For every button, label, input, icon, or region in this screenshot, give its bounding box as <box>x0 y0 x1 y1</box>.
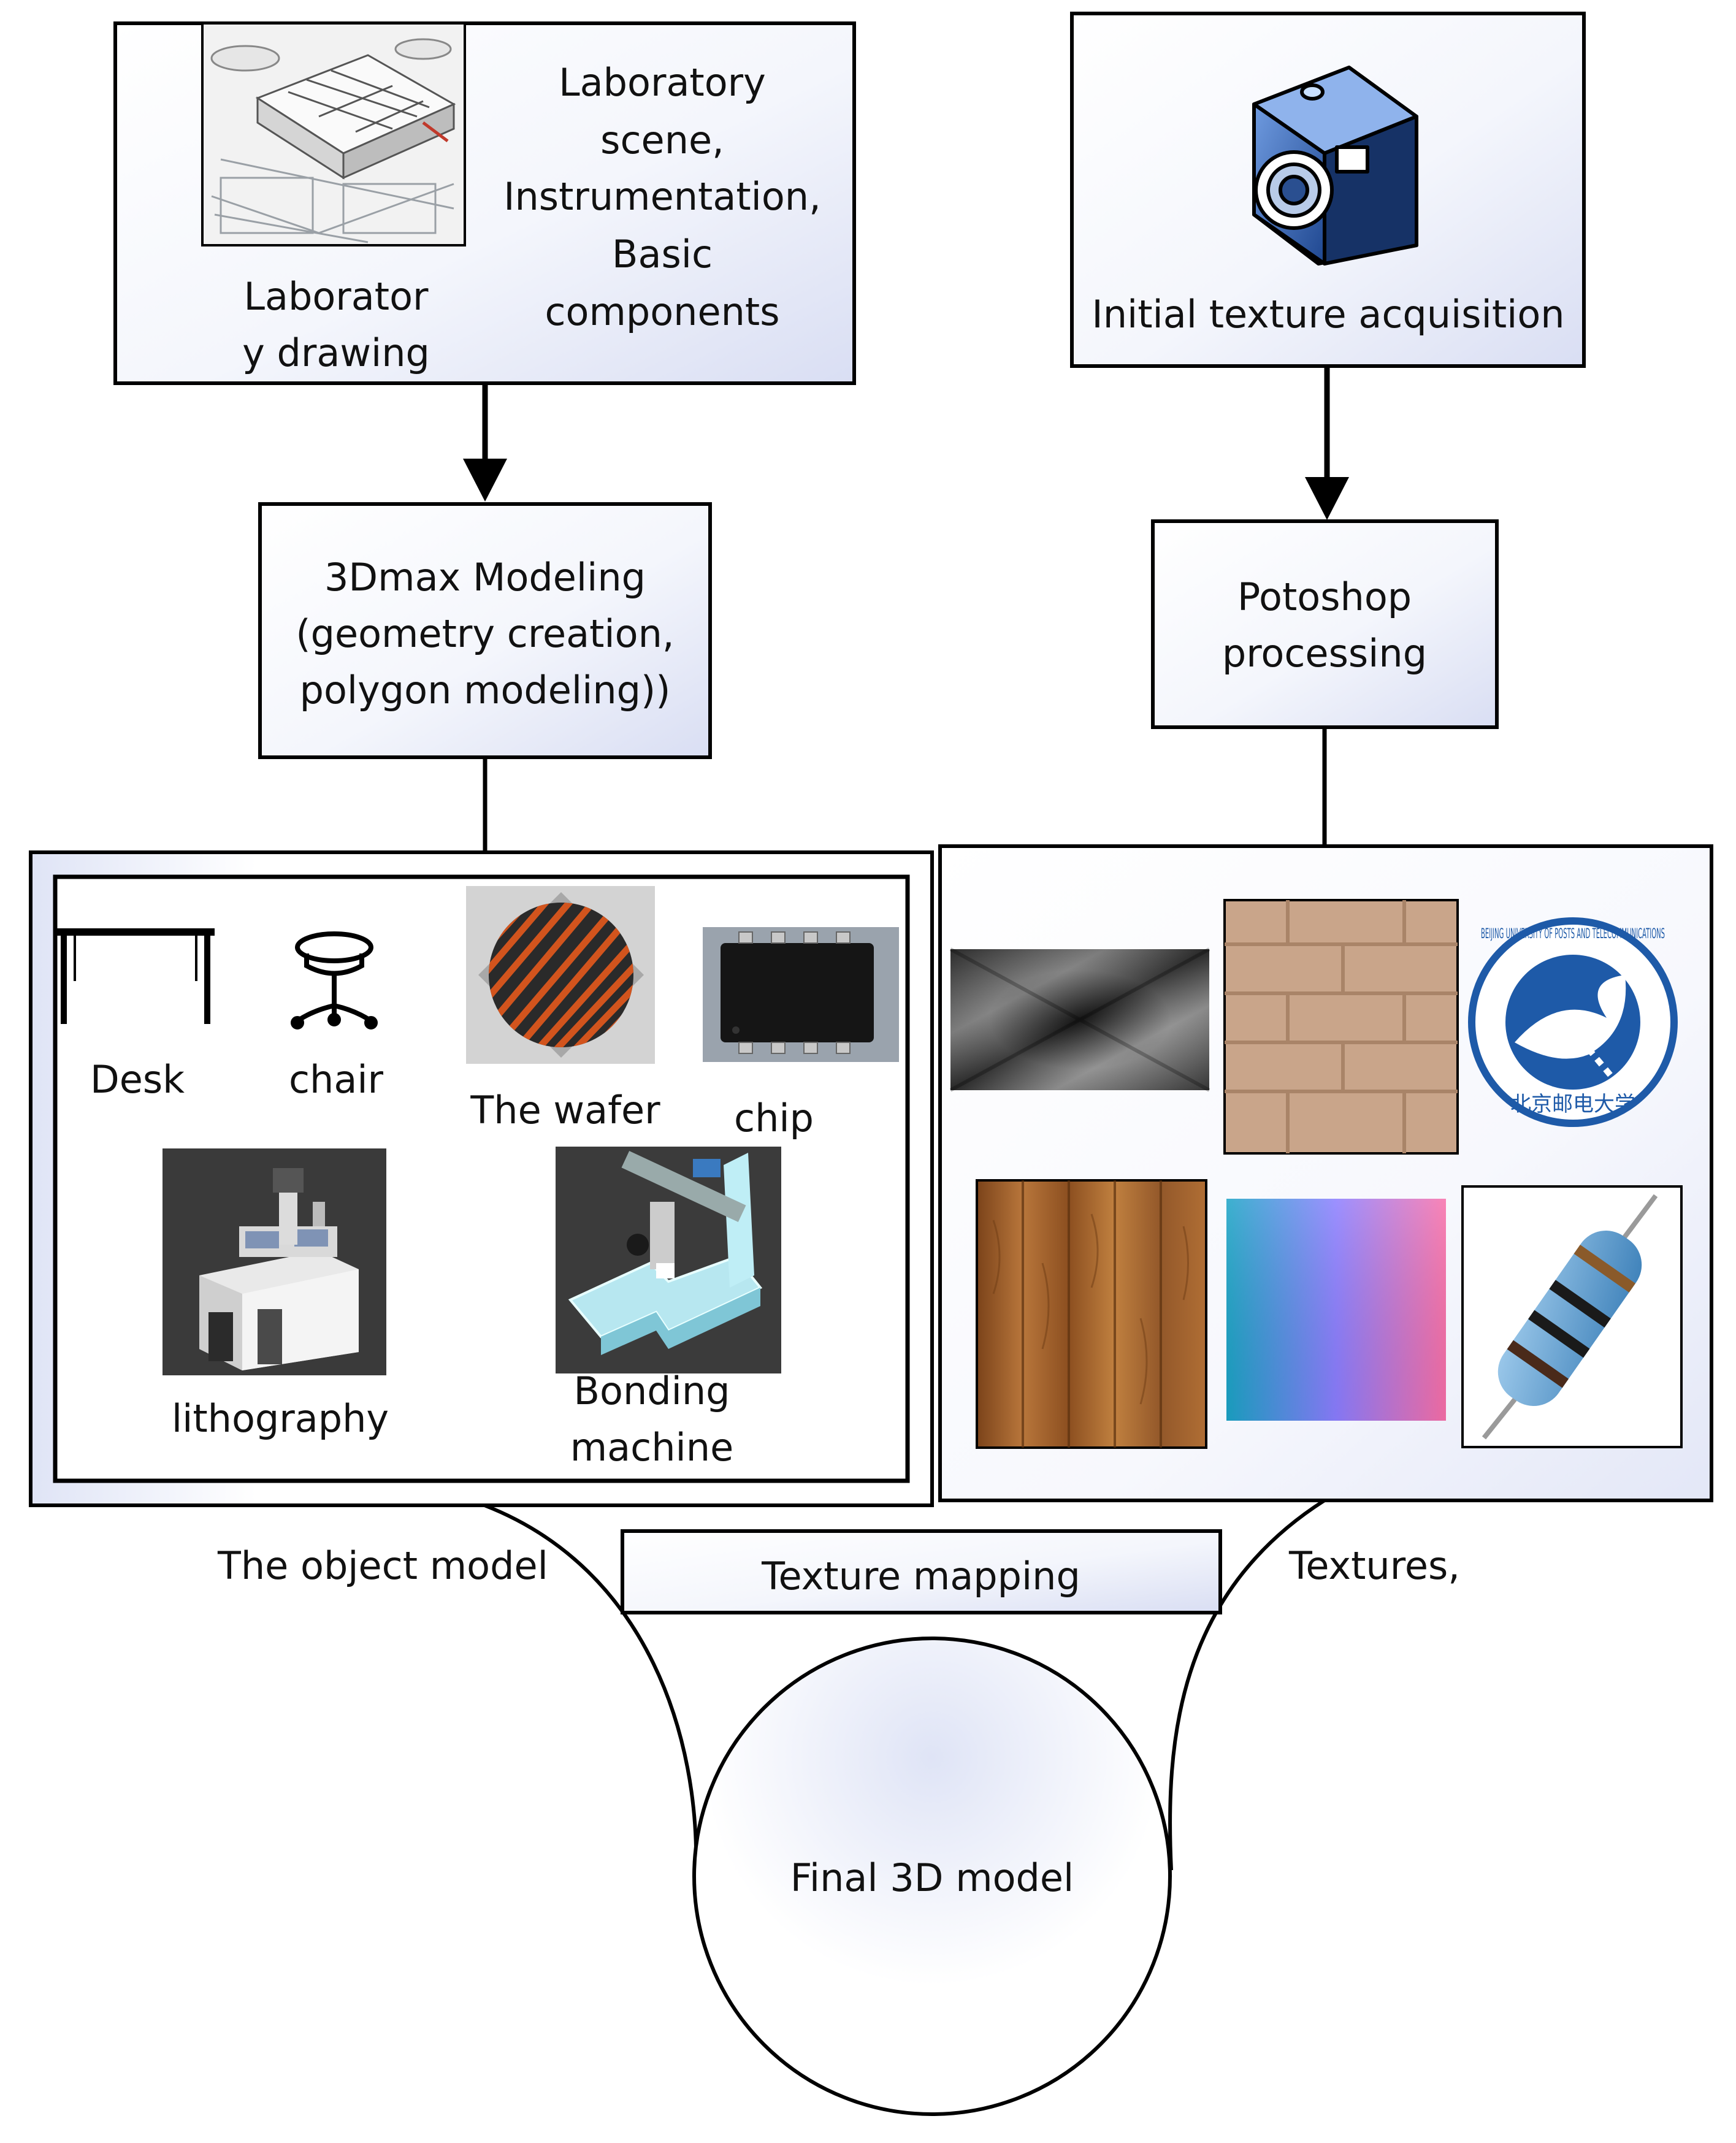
bonding-machine-image <box>556 1147 781 1373</box>
camera-icon <box>1252 66 1418 265</box>
final-model-label: Final 3D model <box>790 1855 1074 1900</box>
object-model-label: The object model <box>217 1543 548 1588</box>
photoshop-line2: processing <box>1222 631 1427 676</box>
resistor-image <box>1461 1185 1683 1448</box>
drawing-label-line2: y drawing <box>242 330 430 375</box>
desc-line3: Instrumentation, <box>503 174 821 219</box>
desc-line2: scene, <box>600 118 724 162</box>
lithography-label: lithography <box>172 1396 389 1441</box>
modeling-box <box>258 502 712 759</box>
blueprint-3d-floorplan-image <box>201 22 466 246</box>
final-model-circle <box>692 1637 1172 2116</box>
chair-icon <box>291 931 378 1029</box>
arrow-head-left <box>463 459 507 502</box>
photoshop-line1: Potoshop <box>1237 575 1412 619</box>
wafer-label: The wafer <box>470 1088 660 1133</box>
color-gradient-texture <box>1226 1199 1446 1421</box>
logo-ring-text: BEIJING UNIVERSITY OF POSTS AND TELECOMM… <box>1481 926 1665 942</box>
logo-cn-text: 北京邮电大学 <box>1510 1092 1635 1117</box>
wood-texture <box>976 1179 1207 1449</box>
drawing-label-line1: Laborator <box>243 274 429 319</box>
bonding-label-line2: machine <box>570 1425 733 1470</box>
university-logo: 北京邮电大学 BEIJING UNIVERSITY OF POSTS AND T… <box>1468 917 1678 1127</box>
desk-icon <box>56 928 215 1024</box>
modeling-line1: 3Dmax Modeling <box>324 555 646 600</box>
wafer-image <box>466 886 655 1064</box>
brick-texture <box>1223 899 1459 1155</box>
chair-label: chair <box>289 1057 384 1102</box>
desc-line5: components <box>545 289 779 334</box>
desc-line4: Basic <box>612 232 713 277</box>
chip-label: chip <box>734 1096 814 1140</box>
brushed-metal-texture <box>949 947 1210 1092</box>
chip-image <box>703 927 899 1062</box>
texture-acquisition-label: Initial texture acquisition <box>1092 292 1564 337</box>
lithography-machine-image <box>163 1148 386 1375</box>
curve-left <box>483 1503 698 1871</box>
curve-right <box>1168 1499 1326 1871</box>
bonding-label-line1: Bonding <box>574 1369 730 1413</box>
desc-line1: Laboratory <box>559 60 766 105</box>
modeling-line3: polygon modeling)) <box>300 668 671 712</box>
arrow-head-right <box>1305 477 1349 520</box>
textures-label: Textures, <box>1288 1543 1460 1588</box>
modeling-line2: (geometry creation, <box>296 611 674 656</box>
desk-label: Desk <box>90 1057 185 1102</box>
photoshop-box <box>1151 519 1499 729</box>
texture-mapping-label: Texture mapping <box>761 1554 1080 1599</box>
texture-mapping-box <box>621 1529 1222 1614</box>
